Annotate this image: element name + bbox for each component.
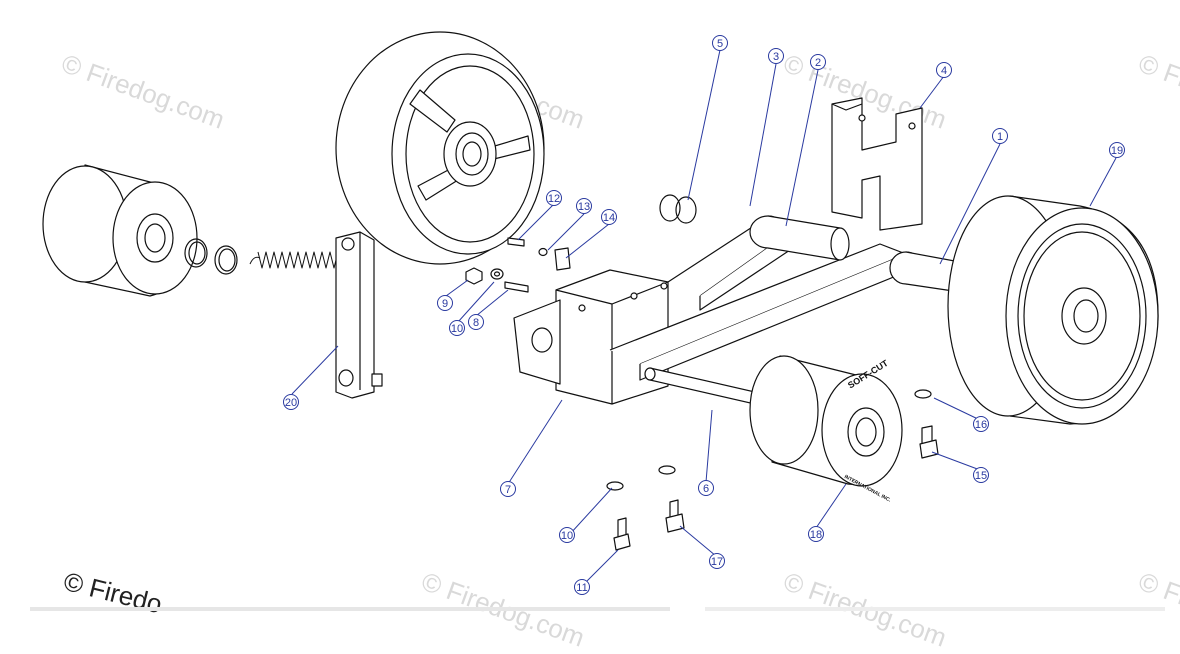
hardware-small [465,237,571,293]
callout-c12: 12 [546,190,562,206]
slotted-bracket [831,97,923,231]
callout-circle [936,62,952,78]
callout-c20: 20 [283,394,299,410]
callout-number: 12 [548,193,560,205]
callout-c7: 7 [500,481,516,497]
callout-number: 10 [451,323,463,335]
callout-leaders [291,49,1117,587]
callout-circle [500,481,516,497]
callout-circle [449,320,465,336]
callout-c11: 11 [574,579,590,595]
callout-circle [1109,142,1125,158]
callout-circle [468,314,484,330]
tension-spring [249,242,351,269]
callout-circle [574,579,590,595]
callout-number: 18 [810,529,822,541]
hardware-bottom [606,389,939,551]
callout-circle [437,295,453,311]
roller-frame [513,215,968,413]
callout-number: 17 [711,556,723,568]
callout-number: 6 [703,483,709,495]
callout-number: 5 [717,38,723,50]
callout-c19: 19 [1109,142,1125,158]
callout-circle [698,480,714,496]
callout-circle [992,128,1008,144]
snap-rings-left [184,238,238,275]
callout-c15: 15 [973,467,989,483]
callout-c17: 17 [709,553,725,569]
callout-c10b: 10 [559,527,575,543]
large-wheel-left [335,31,545,265]
bottom-divider [705,607,1165,611]
bottom-divider [30,607,670,611]
tension-arm [335,231,383,399]
callout-number: 16 [975,419,987,431]
callout-circle [712,35,728,51]
callout-circle [709,553,725,569]
callout-c14: 14 [601,209,617,225]
callout-circle [283,394,299,410]
snap-rings-center [659,194,697,224]
callout-number: 11 [576,582,587,594]
callout-circle [601,209,617,225]
callout-c2: 2 [810,54,826,70]
callout-number: 7 [505,484,511,496]
callout-number: 14 [603,212,615,224]
callout-circle [546,190,562,206]
callout-number: 9 [442,298,448,310]
callout-circle [576,198,592,214]
large-wheel-right [947,195,1159,425]
callout-c6: 6 [698,480,714,496]
callout-number: 3 [773,51,779,63]
small-roller-left [42,164,198,297]
callout-c1: 1 [992,128,1008,144]
callout-c5: 5 [712,35,728,51]
callout-c10a: 10 [449,320,465,336]
callout-number: 19 [1111,145,1123,157]
callout-c13: 13 [576,198,592,214]
callout-c9: 9 [437,295,453,311]
callout-circle [768,48,784,64]
callout-number: 4 [941,65,947,77]
callout-circle [559,527,575,543]
callout-c16: 16 [973,416,989,432]
callout-number: 13 [578,201,590,213]
callout-c8: 8 [468,314,484,330]
exploded-parts-diagram: © Firedog.com © Firedog.com © Firedog.co… [30,31,1180,653]
callout-circle [973,467,989,483]
callout-c4: 4 [936,62,952,78]
callout-circle [808,526,824,542]
callout-circle [810,54,826,70]
callout-number: 8 [473,317,479,329]
callout-c18: 18 [808,526,824,542]
callout-number: 10 [561,530,573,542]
callout-number: 2 [815,57,821,69]
callout-number: 20 [285,397,297,409]
callout-circle [973,416,989,432]
cutting-roller [749,355,903,487]
callout-number: 15 [975,470,987,482]
callout-c3: 3 [768,48,784,64]
callout-number: 1 [997,131,1003,143]
